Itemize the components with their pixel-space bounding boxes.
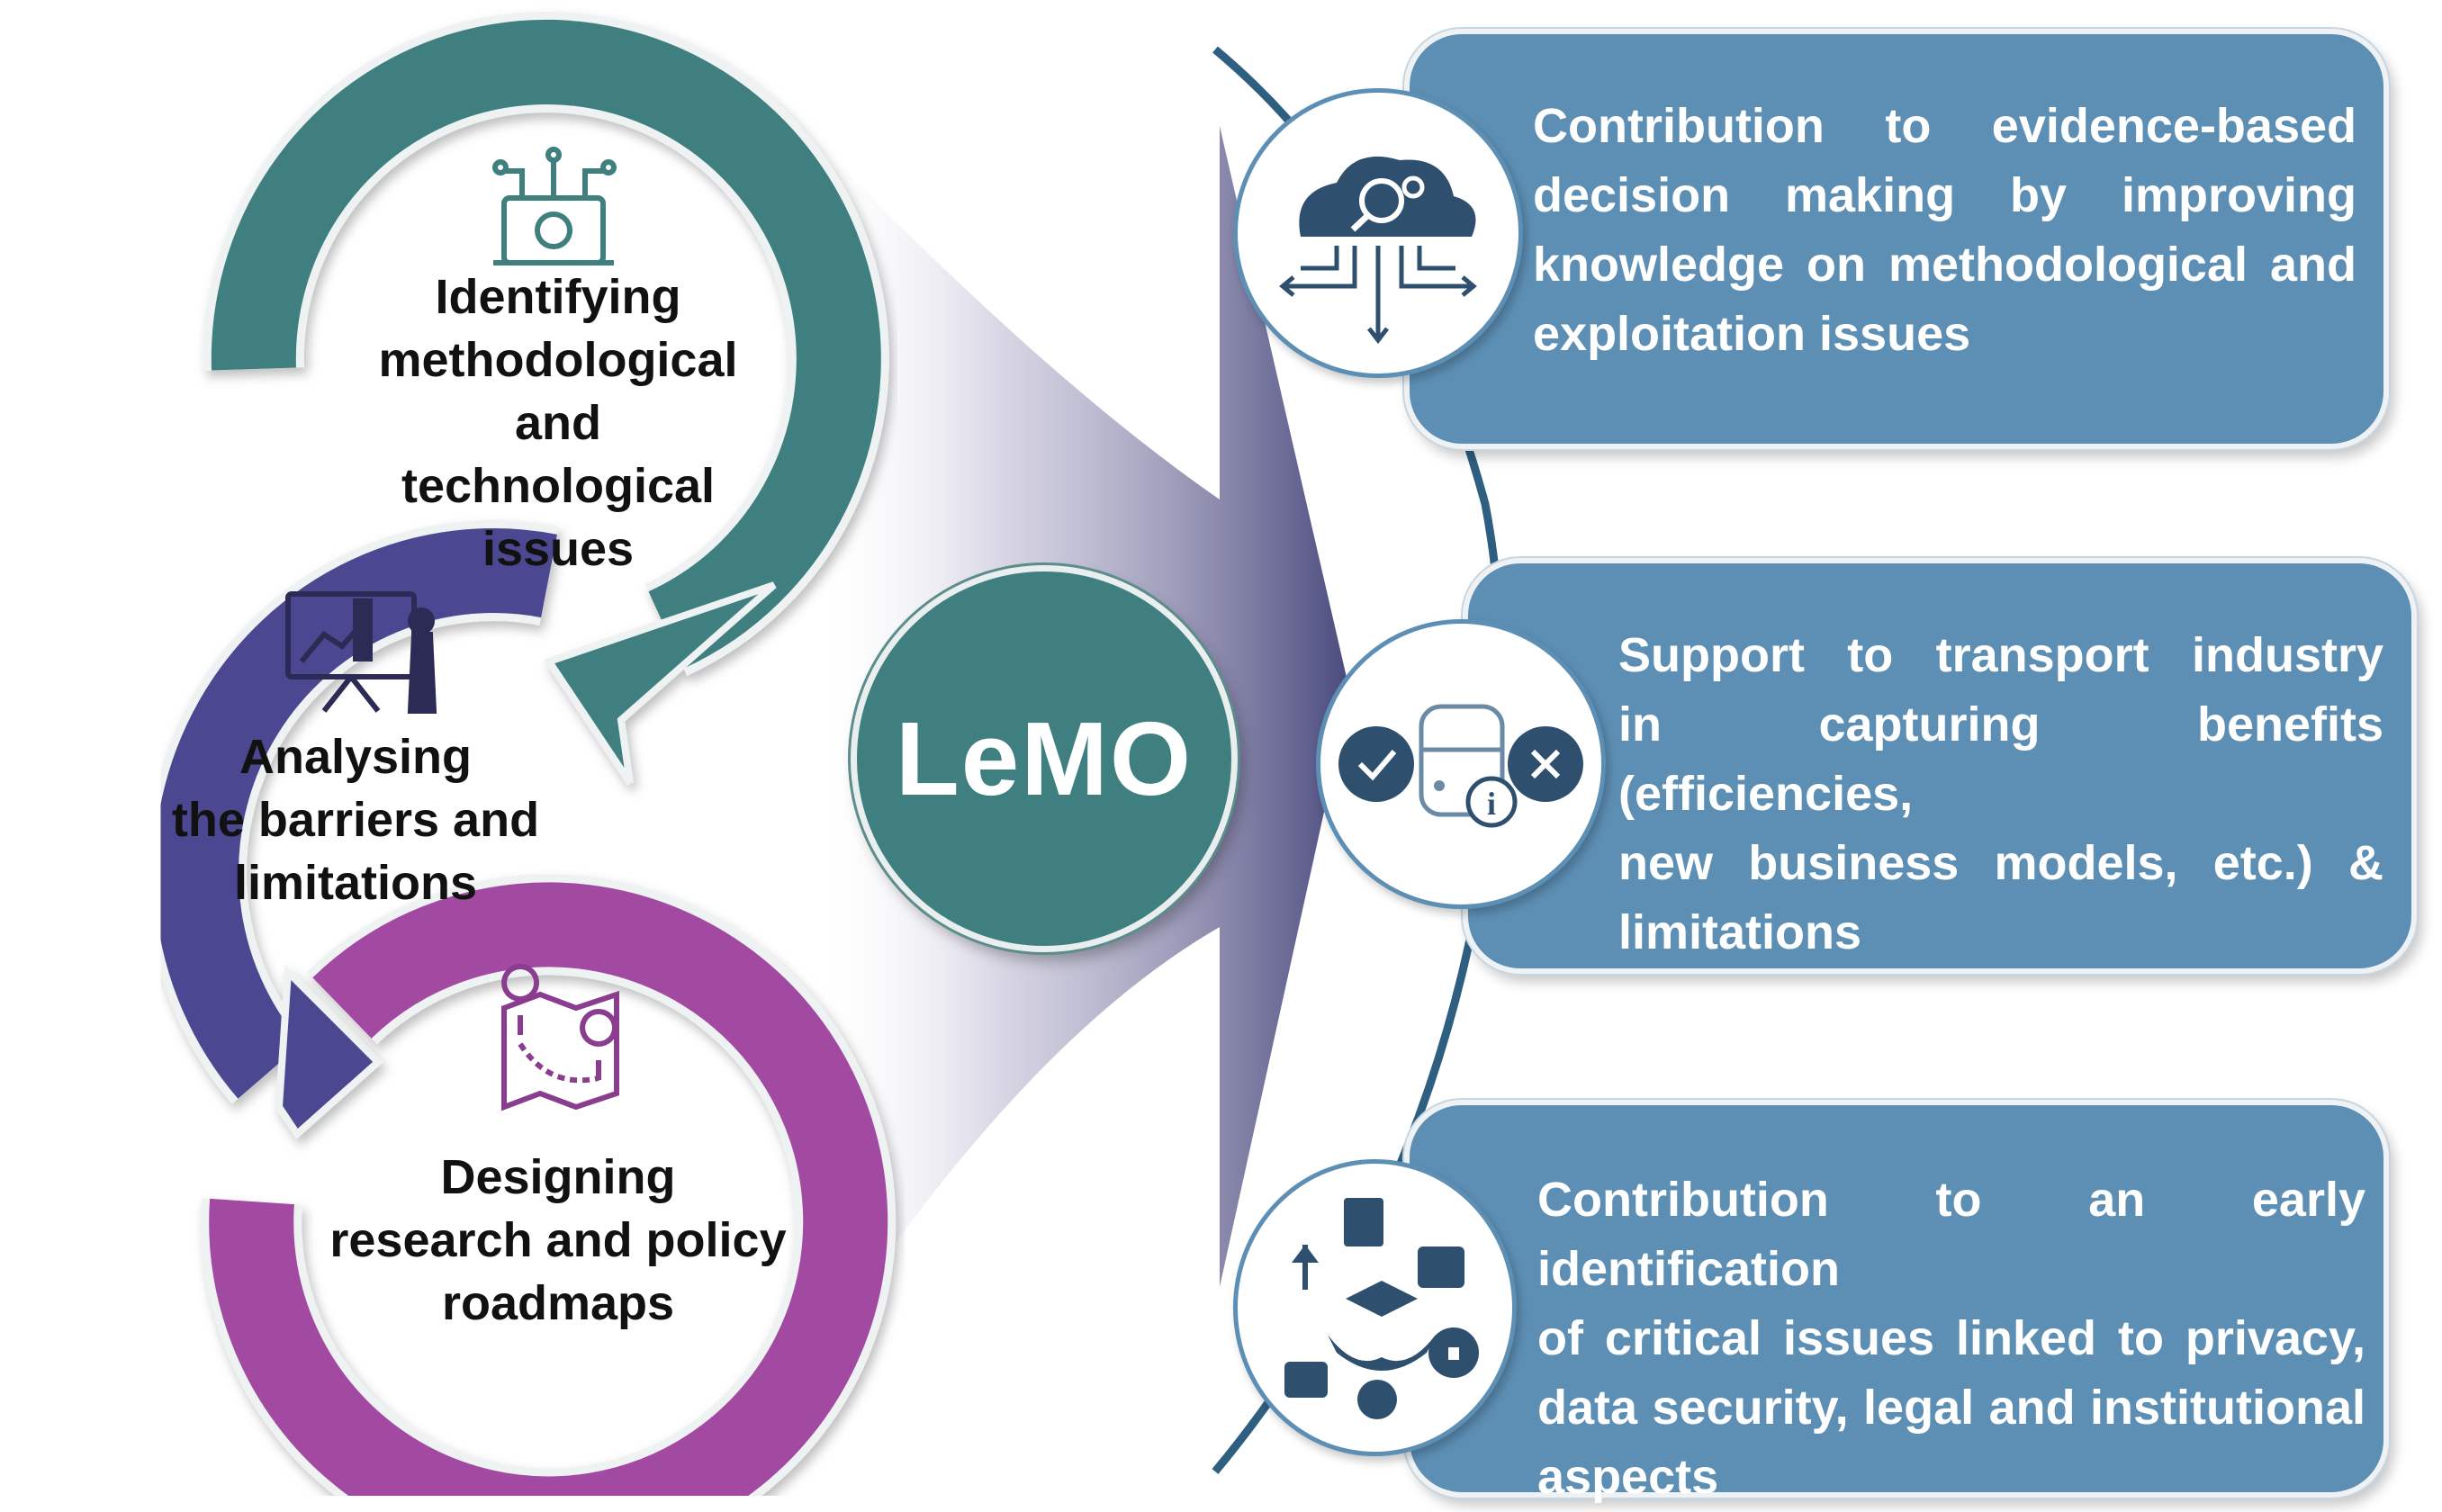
- cycle-arrow-purple: [201, 874, 897, 1496]
- legal-security-cluster-icon: [1284, 1198, 1479, 1419]
- step-label-designing: Designing research and policy roadmaps: [329, 1150, 787, 1330]
- svg-text:i: i: [1487, 786, 1496, 822]
- lemo-hub-circle: LeMO: [851, 565, 1238, 952]
- outcome-icon-disc-2: i: [1316, 619, 1606, 909]
- presentation-board-icon: [285, 591, 437, 714]
- outcome-text-2: Support to transport industry in capturi…: [1618, 628, 2383, 959]
- cycle-arrow-indigo: [146, 520, 559, 1140]
- hub-label: LeMO: [895, 700, 1194, 817]
- step-label-analysing: Analysing the barriers and limitations: [171, 730, 540, 910]
- outcome-panel-2: [1463, 558, 2417, 974]
- train-check-cross-info-icon: i: [1338, 704, 1583, 828]
- outcome-panel-1: [1404, 29, 2389, 449]
- outcome-panel-3: [1404, 1100, 2389, 1498]
- step-label-identifying: Identifying methodological and technolog…: [378, 270, 738, 576]
- cycle-arrow-teal: [203, 12, 889, 786]
- gear-laptop-circuit-icon: [492, 147, 617, 266]
- cloud-analytics-icon: [1279, 156, 1477, 345]
- outcome-icon-disc-1: [1233, 88, 1523, 378]
- outcome-icon-disc-3: [1233, 1159, 1517, 1456]
- map-route-pins-icon: [501, 964, 619, 1112]
- outcome-text-3: Contribution to an early identification …: [1537, 1173, 2365, 1504]
- outcome-text-1: Contribution to evidence-based decision …: [1533, 99, 2356, 361]
